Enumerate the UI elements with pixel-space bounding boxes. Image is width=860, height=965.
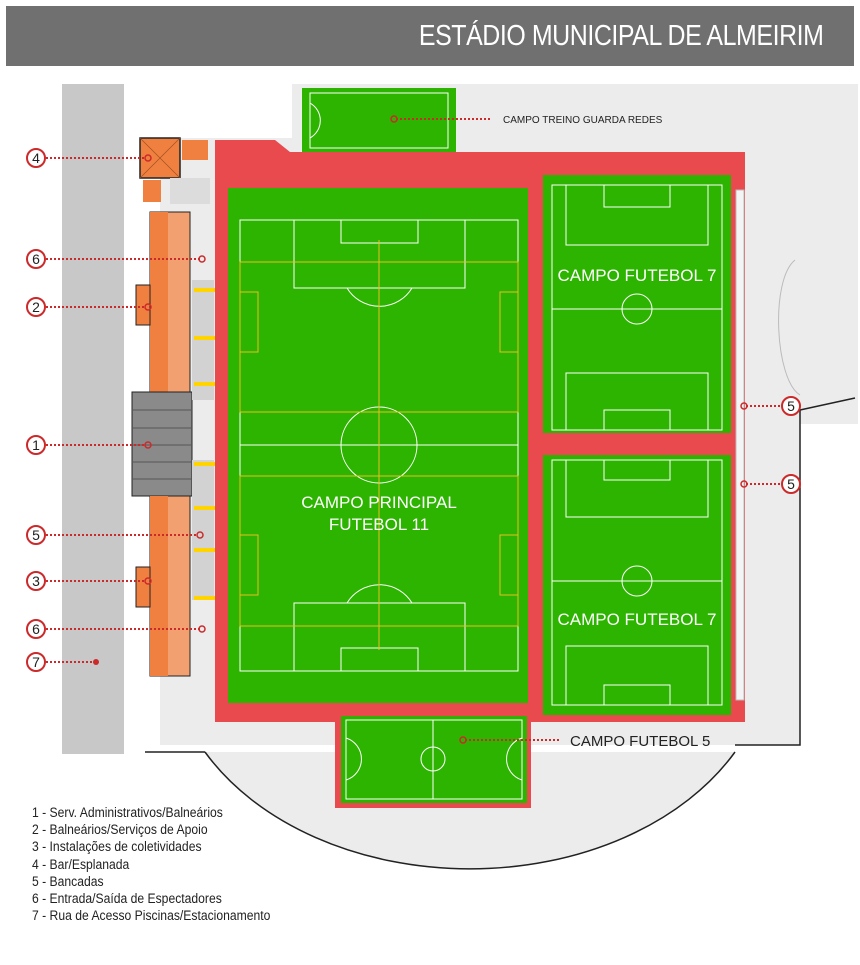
f5-label: CAMPO FUTEBOL 5	[570, 733, 710, 750]
legend: 1 - Serv. Administrativos/Balneários 2 -…	[32, 804, 297, 924]
training-field-label: CAMPO TREINO GUARDA REDES	[503, 115, 663, 126]
callout-lines	[396, 118, 560, 741]
futebol7-top: CAMPO FUTEBOL 7	[543, 175, 731, 433]
marker-3: 3	[26, 571, 152, 591]
svg-text:6: 6	[32, 621, 40, 637]
marker-1: 1	[26, 435, 152, 455]
svg-text:1: 1	[32, 437, 40, 453]
svg-text:5: 5	[787, 476, 795, 492]
svg-text:7: 7	[32, 654, 40, 670]
marker-7: 7	[26, 652, 99, 672]
main-field-label-2: FUTEBOL 11	[329, 515, 429, 534]
legend-item: 1 - Serv. Administrativos/Balneários	[32, 805, 223, 820]
svg-text:3: 3	[32, 573, 40, 589]
training-field	[302, 88, 456, 152]
marker-6b: 6	[26, 619, 206, 639]
main-field-label-1: CAMPO PRINCIPAL	[301, 493, 457, 512]
f7-bottom-label: CAMPO FUTEBOL 7	[557, 610, 716, 629]
legend-item: 3 - Instalações de coletividades	[32, 839, 202, 855]
legend-item: 4 - Bar/Esplanada	[32, 856, 130, 872]
f7-top-label: CAMPO FUTEBOL 7	[557, 266, 716, 285]
legend-item: 7 - Rua de Acesso Piscinas/Estacionament…	[32, 908, 271, 924]
svg-text:2: 2	[32, 299, 40, 315]
access-road	[62, 84, 124, 754]
marker-6: 6	[26, 249, 206, 269]
marker-2: 2	[26, 297, 152, 317]
marker-5-left: 5	[26, 525, 204, 545]
page-title: ESTÁDIO MUNICIPAL DE ALMEIRIM	[419, 20, 824, 52]
legend-item: 2 - Balneários/Serviços de Apoio	[32, 822, 208, 838]
svg-text:5: 5	[787, 398, 795, 414]
markers: 4 6 2 1 5 3 6 7 5 5	[26, 148, 801, 672]
svg-text:4: 4	[32, 150, 40, 166]
futebol7-bottom: CAMPO FUTEBOL 7	[543, 455, 731, 715]
stand-bottom	[192, 460, 214, 600]
main-field: CAMPO PRINCIPAL FUTEBOL 11	[228, 188, 528, 703]
buildings	[131, 137, 216, 677]
boundary-line	[145, 397, 856, 753]
curb-line	[778, 259, 801, 396]
marker-5-right-bottom: 5	[740, 474, 801, 494]
legend-item: 6 - Entrada/Saída de Espectadores	[32, 891, 222, 907]
title-banner: ESTÁDIO MUNICIPAL DE ALMEIRIM	[6, 6, 854, 66]
building-1	[131, 391, 193, 497]
futebol5-field	[335, 712, 531, 808]
legend-item: 5 - Bancadas	[32, 873, 104, 889]
svg-text:5: 5	[32, 527, 40, 543]
stand-right	[735, 189, 745, 701]
marker-5-right-top: 5	[740, 396, 801, 416]
svg-text:6: 6	[32, 251, 40, 267]
marker-4: 4	[26, 148, 152, 168]
